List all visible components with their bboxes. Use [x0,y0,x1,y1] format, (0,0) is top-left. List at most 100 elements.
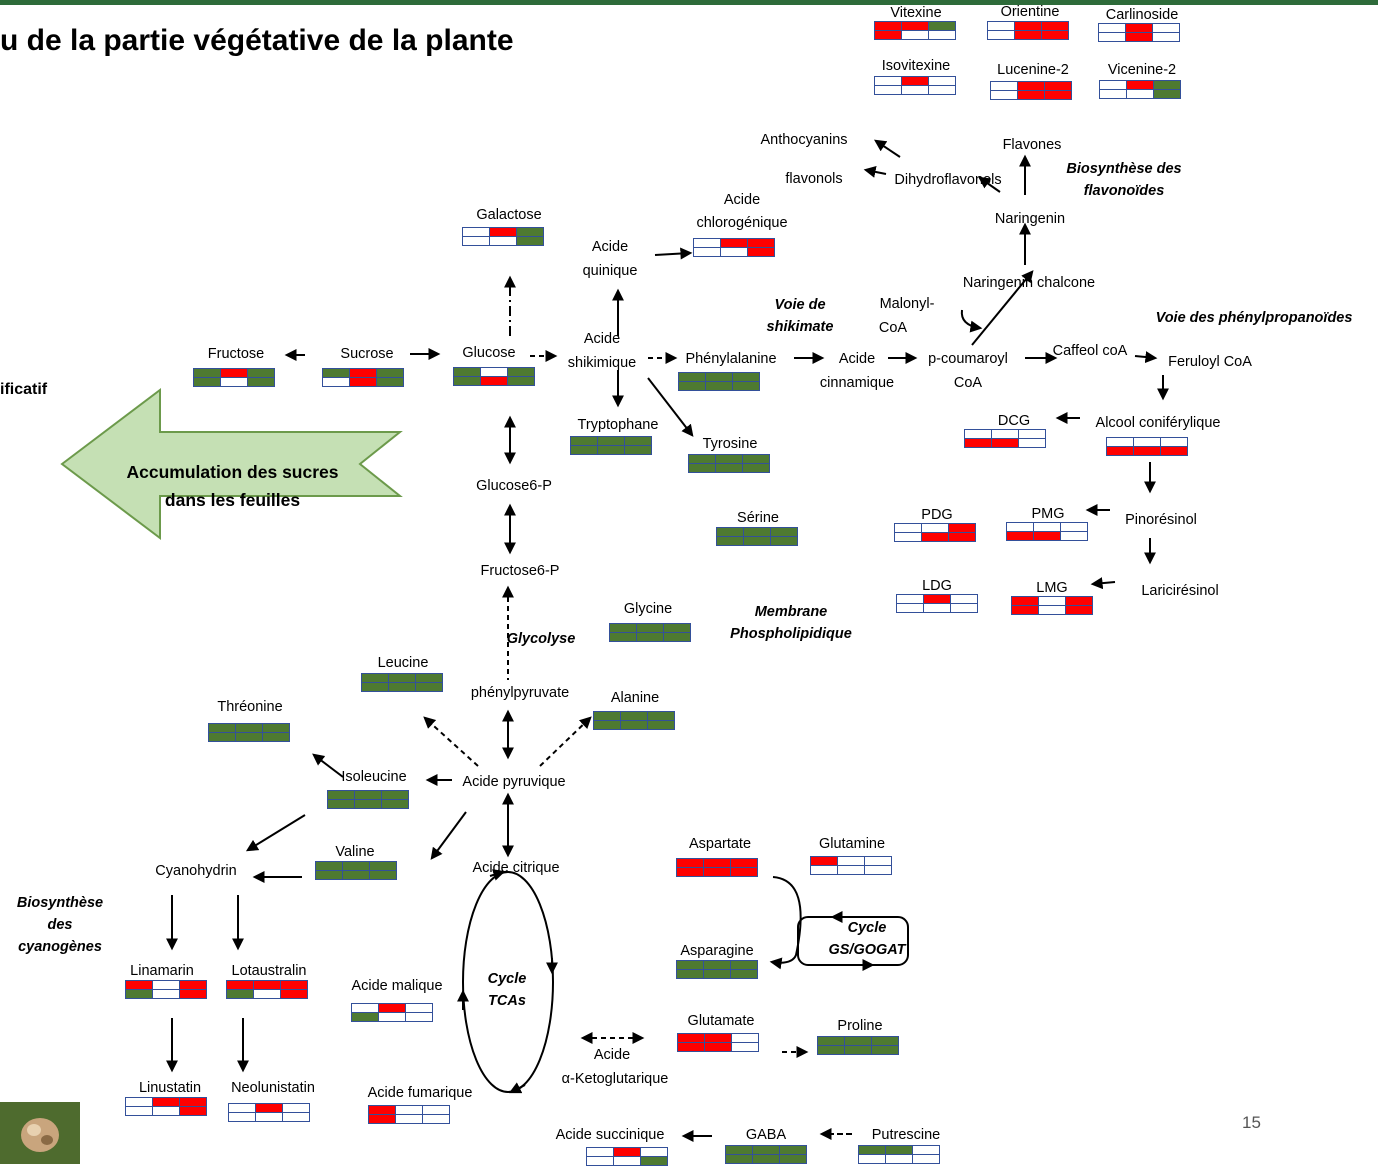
section-label-line: Voie de [774,297,826,313]
heatmap-cell [716,455,742,463]
heatmap-cell [743,455,769,463]
arrow [874,139,901,158]
heatmap-cell [1039,606,1065,614]
heatmap-grid-lucenine [990,81,1072,100]
heatmap-cell [721,248,747,256]
label-acide-ketoglutarique-2: α-Ketoglutarique [561,1071,669,1087]
heatmap-cell [1039,597,1065,605]
heatmap-cell [1018,91,1044,99]
section-label-line: Cycle [847,920,887,936]
heatmap-cell [780,1155,806,1163]
accumulation-arrow-shape [60,388,403,540]
heatmap-cell [929,77,955,85]
heatmap-cell [382,800,408,808]
label-vitexine: Vitexine [890,5,942,21]
heatmap-cell [875,86,901,94]
heatmap-cell [256,1113,282,1121]
label-malonyl-2: CoA [878,320,908,336]
heatmap-cell [811,857,837,865]
heatmap-grid-pmg [1006,522,1088,541]
heatmap-cell [126,990,152,998]
label-acide-cinnamique-2: cinnamique [819,375,895,391]
heatmap-cell [594,721,620,729]
section-label-line: Voie des phénylpropanoïdes [1155,310,1353,326]
heatmap-cell [726,1155,752,1163]
arrow [312,753,344,778]
heatmap-cell [771,528,797,536]
heatmap-cell [897,604,923,612]
label-vicenine: Vicenine-2 [1107,62,1177,78]
heatmap-cell [377,369,403,377]
heatmap-cell [416,683,442,691]
heatmap-cell [721,239,747,247]
section-label-line: shikimate [766,319,834,335]
heatmap-cell [571,437,597,445]
heatmap-cell [726,1146,752,1154]
heatmap-cell [180,1107,206,1115]
section-label-line: GS/GOGAT [828,942,906,958]
label-acide-fumarique: Acide fumarique [367,1085,473,1101]
label-sucrose: Sucrose [340,346,394,362]
heatmap-cell [194,369,220,377]
heatmap-grid-linustatin [125,1097,207,1116]
heatmap-cell [236,733,262,741]
heatmap-cell [126,1098,152,1106]
heatmap-cell [1019,430,1045,438]
heatmap-cell [951,595,977,603]
label-flavones: Flavones [1002,137,1062,153]
heatmap-cell [705,1043,731,1051]
heatmap-cell [1134,438,1160,446]
heatmap-cell [490,237,516,245]
label-pinoresinol: Pinorésinol [1125,512,1197,528]
heatmap-cell [389,683,415,691]
heatmap-cell [594,712,620,720]
label-p-coumaroyl-2: CoA [953,375,983,391]
heatmap-cell [180,981,206,989]
heatmap-cell [731,868,757,876]
heatmap-cell [1019,439,1045,447]
heatmap-cell [733,382,759,390]
heatmap-cell [865,857,891,865]
heatmap-cell [1153,33,1179,41]
heatmap-cell [1127,81,1153,89]
heatmap-cell [236,724,262,732]
heatmap-cell [1126,33,1152,41]
section-label-line: Phospholipidique [730,626,852,642]
page-title: u de la partie végétative de la plante [0,24,514,57]
label-pdg: PDG [921,507,953,523]
label-linustatin: Linustatin [138,1080,202,1096]
heatmap-cell [845,1037,871,1045]
corner-photo-icon [0,1102,80,1164]
heatmap-cell [1134,447,1160,455]
heatmap-cell [1126,24,1152,32]
heatmap-cell [753,1146,779,1154]
heatmap-cell [377,378,403,386]
heatmap-cell [859,1155,885,1163]
heatmap-cell [811,866,837,874]
heatmap-cell [949,524,975,532]
heatmap-cell [221,378,247,386]
heatmap-cell [992,439,1018,447]
heatmap-cell [732,1034,758,1042]
label-tryptophane: Tryptophane [577,417,659,433]
heatmap-cell [818,1037,844,1045]
label-alanine: Alanine [610,690,660,706]
heatmap-cell [895,524,921,532]
heatmap-grid-alanine [593,711,675,730]
heatmap-cell [1015,31,1041,39]
section-label-line: Biosynthèse [16,895,104,911]
heatmap-cell [1154,90,1180,98]
heatmap-cell [875,31,901,39]
label-lariciresinol: Laricirésinol [1141,583,1219,599]
heatmap-cell [180,990,206,998]
arrow [654,247,693,260]
heatmap-cell [454,368,480,376]
accumulation-text: Accumulation des sucres dans les feuille… [100,458,365,514]
heatmap-grid-tyrosine [688,454,770,473]
label-acide-quinique-1: Acide [591,239,629,255]
heatmap-grid-lotaustralin [226,980,308,999]
